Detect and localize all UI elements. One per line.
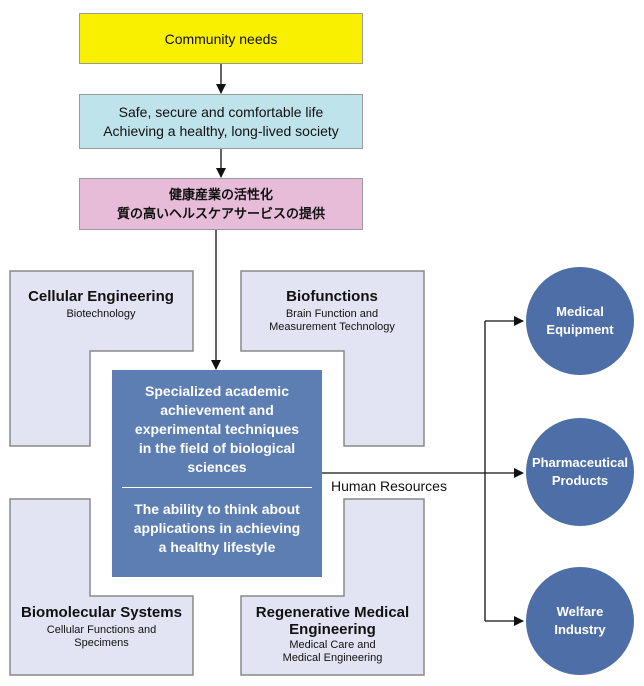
cellular-engineering-label: Cellular Engineering Biotechnology	[12, 288, 190, 321]
welfare-industry-circle: Welfare Industry	[526, 567, 634, 675]
regenerative-engineering-sub2: Medical Engineering	[282, 652, 383, 664]
center-line-6: The ability to think about	[134, 501, 300, 517]
pharmaceutical-products-line1: Pharmaceutical	[531, 455, 629, 470]
biofunctions-label: Biofunctions Brain Function and Measurem…	[242, 288, 422, 334]
regenerative-engineering-title2: Engineering	[289, 621, 376, 638]
center-line-2: achievement and	[160, 402, 274, 418]
safe-life-line1: Safe, secure and comfortable life	[118, 103, 324, 120]
regenerative-engineering-label: Regenerative Medical Engineering Medical…	[241, 604, 424, 665]
biomolecular-systems-title: Biomolecular Systems	[21, 604, 182, 621]
safe-life-box: Safe, secure and comfortable life Achiev…	[79, 94, 363, 149]
center-line-3: experimental techniques	[134, 421, 300, 437]
community-needs-text: Community needs	[164, 30, 278, 47]
medical-equipment-circle: Medical Equipment	[526, 267, 634, 375]
biomolecular-systems-label: Biomolecular Systems Cellular Functions …	[10, 604, 193, 650]
core-competency-box: Specialized academic achievement and exp…	[112, 370, 322, 577]
biofunctions-sub1: Brain Function and	[285, 308, 379, 320]
health-industry-line1: 健康産業の活性化	[168, 187, 273, 202]
pharmaceutical-products-line2: Products	[551, 473, 609, 488]
pharmaceutical-products-circle: Pharmaceutical Products	[526, 418, 634, 526]
panel-regenerative	[240, 498, 425, 676]
biofunctions-sub2: Measurement Technology	[269, 321, 395, 333]
safe-life-line2: Achieving a healthy, long-lived society	[103, 122, 339, 139]
center-line-1: Specialized academic	[145, 383, 289, 399]
medical-equipment-line1: Medical	[556, 304, 604, 319]
panel-biofunctions	[240, 270, 425, 447]
center-line-8: a healthy lifestyle	[158, 539, 276, 555]
community-needs-box: Community needs	[79, 13, 363, 64]
regenerative-engineering-title1: Regenerative Medical	[255, 604, 410, 621]
welfare-industry-line1: Welfare	[556, 604, 604, 619]
center-line-4: in the field of biological	[138, 440, 296, 456]
center-divider	[122, 487, 312, 488]
health-industry-line2: 質の高いヘルスケアサービスの提供	[116, 206, 325, 221]
panel-biomolecular	[9, 498, 194, 676]
cellular-engineering-sub: Biotechnology	[66, 308, 136, 320]
biofunctions-title: Biofunctions	[286, 288, 378, 305]
medical-equipment-line2: Equipment	[546, 322, 614, 337]
biomolecular-systems-sub2: Specimens	[74, 637, 129, 649]
regenerative-engineering-sub1: Medical Care and	[289, 639, 376, 651]
biomolecular-systems-sub1: Cellular Functions and	[46, 624, 157, 636]
welfare-industry-line2: Industry	[554, 622, 606, 637]
panel-cellular	[9, 270, 194, 447]
human-resources-label: Human Resources	[331, 478, 447, 494]
center-line-7: applications in achieving	[133, 520, 301, 536]
cellular-engineering-title: Cellular Engineering	[28, 288, 174, 305]
health-industry-box: 健康産業の活性化 質の高いヘルスケアサービスの提供	[79, 178, 363, 230]
center-line-5: sciences	[187, 459, 247, 475]
